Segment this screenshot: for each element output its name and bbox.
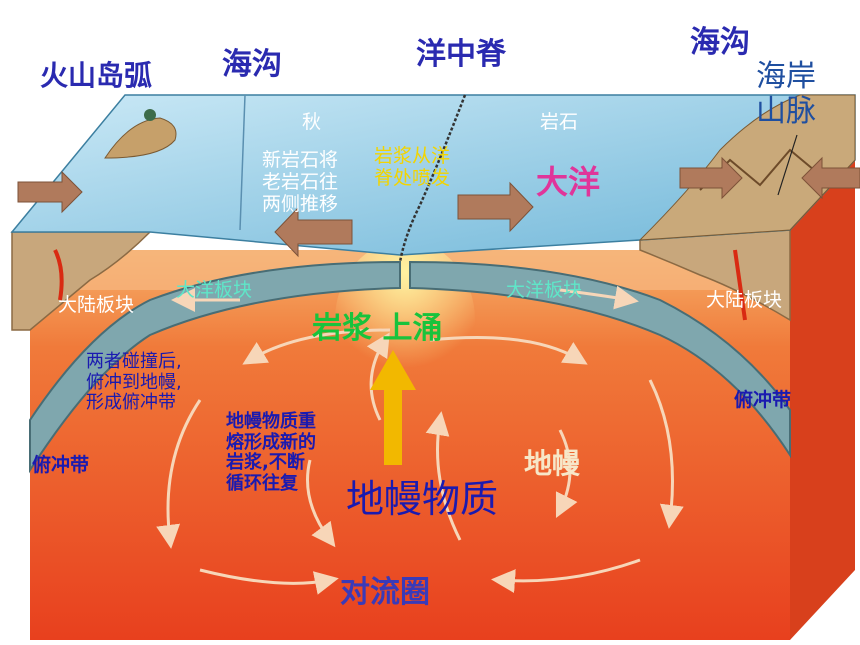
label-mantle-material: 地幔物质 [346, 477, 499, 521]
oceanic-plate-right-shape [409, 260, 791, 459]
arrow-right-outward [801, 156, 860, 200]
convection-arrows [156, 285, 684, 595]
island-arc-shape [104, 117, 177, 159]
label-mantle-remelt: 地幔物质重 熔形成新的 岩浆,不断 循环往复 [226, 411, 316, 495]
label-rock-partial: 岩石 [540, 111, 579, 133]
label-volcanic-island-arc: 火山岛弧 [40, 59, 153, 92]
plate-motion-arrows [17, 156, 860, 258]
label-trench-left: 海沟 [222, 47, 282, 82]
label-subduction-zone-right: 俯冲带 [734, 389, 792, 411]
arrow-left-inward [17, 170, 83, 214]
arrow-ridge-right [457, 181, 534, 233]
label-mantle: 地幔 [524, 447, 581, 480]
coastal-mountains-shape [638, 94, 856, 241]
label-coastal-mountains: 海岸 山脉 [756, 59, 816, 129]
label-collision: 两者碰撞后, 俯冲到地幔, 形成俯冲带 [86, 351, 182, 414]
label-new-rock-pushes: 新岩石将 老岩石往 两侧推移 [262, 149, 339, 215]
label-rock-partial-left: 秋 [302, 111, 322, 133]
label-continental-plate-left: 大陆板块 [58, 294, 135, 316]
block-side-face [790, 160, 855, 640]
arrow-right-inward [679, 156, 743, 200]
label-oceanic-plate-left: 大洋板块 [176, 279, 253, 301]
arrow-ridge-left [274, 206, 353, 258]
continental-plate-right-shape [639, 229, 791, 322]
oceanic-plate-left-shape [29, 260, 401, 474]
upwelling-arrow [370, 350, 416, 465]
label-continental-plate-right: 大陆板块 [706, 289, 783, 311]
label-convection-cell: 对流圈 [340, 575, 430, 610]
continental-plate-left-shape [11, 231, 152, 331]
label-ocean: 大洋 [536, 163, 601, 201]
label-subduction-zone-left: 俯冲带 [32, 454, 90, 476]
label-magma-erupts: 岩浆从洋 脊处喷发 [374, 145, 451, 189]
label-trench-right: 海沟 [690, 25, 750, 60]
label-mid-ocean-ridge: 洋中脊 [416, 37, 506, 72]
label-oceanic-plate-right: 大洋板块 [506, 279, 583, 301]
trench-line-left [239, 94, 246, 231]
label-magma-upwelling: 岩浆 上涌 [312, 311, 443, 346]
